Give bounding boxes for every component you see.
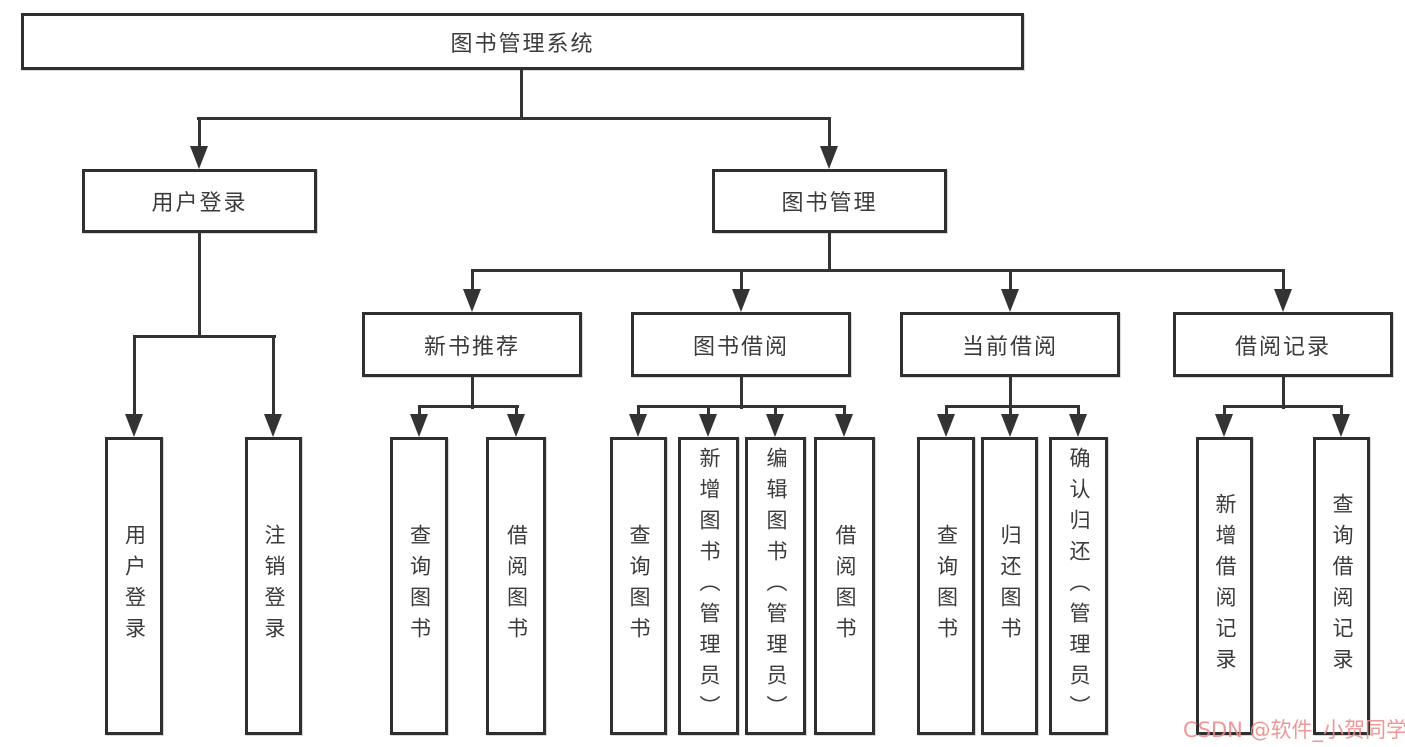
- connector-line: [418, 405, 421, 416]
- arrow-down-icon: [629, 414, 647, 437]
- arrow-down-icon: [1274, 289, 1292, 312]
- leaf-borrow-books-recommend: 借阅图书: [486, 437, 546, 735]
- node-current-borrowing: 当前借阅: [900, 312, 1120, 377]
- leaf-query-borrow-record: 查询借阅记录: [1313, 437, 1370, 735]
- connector-line: [197, 117, 831, 120]
- arrow-down-icon: [125, 414, 143, 437]
- arrow-down-icon: [766, 414, 784, 437]
- connector-line: [272, 335, 275, 416]
- arrow-down-icon: [1001, 289, 1019, 312]
- connector-line: [1282, 375, 1285, 409]
- node-user-login: 用户登录: [82, 169, 317, 233]
- arrow-down-icon: [937, 414, 955, 437]
- arrow-down-icon: [1001, 414, 1019, 437]
- leaf-add-borrow-record: 新增借阅记录: [1196, 437, 1253, 735]
- connector-line: [707, 405, 710, 416]
- node-root: 图书管理系统: [21, 13, 1024, 70]
- connector-line: [637, 405, 846, 408]
- arrow-down-icon: [463, 289, 481, 312]
- connector-line: [637, 405, 640, 416]
- connector-line: [1223, 405, 1226, 416]
- connector-line: [133, 335, 276, 338]
- connector-line: [945, 405, 1080, 408]
- connector-line: [945, 405, 948, 416]
- leaf-borrow-books-borrowing: 借阅图书: [814, 437, 875, 735]
- connector-line: [1009, 375, 1012, 409]
- node-book-management: 图书管理: [712, 169, 947, 233]
- arrow-down-icon: [835, 414, 853, 437]
- leaf-query-books-borrowing: 查询图书: [610, 437, 667, 735]
- connector-line: [828, 232, 831, 272]
- leaf-confirm-return-admin: 确认归还（管理员）: [1049, 437, 1108, 735]
- leaf-user-login: 用户登录: [105, 437, 163, 735]
- connector-line: [1077, 405, 1080, 416]
- connector-line: [515, 405, 518, 416]
- connector-line: [198, 117, 201, 148]
- leaf-add-books-admin: 新增图书（管理员）: [678, 437, 739, 735]
- arrow-down-icon: [264, 414, 282, 437]
- connector-line: [198, 232, 201, 338]
- connector-line: [740, 269, 743, 291]
- leaf-return-books: 归还图书: [981, 437, 1038, 735]
- connector-line: [843, 405, 846, 416]
- connector-line: [1009, 269, 1012, 291]
- connector-line: [133, 335, 136, 416]
- node-new-book-recommend: 新书推荐: [362, 312, 582, 377]
- arrow-down-icon: [1332, 414, 1350, 437]
- leaf-logout-login: 注销登录: [245, 437, 302, 735]
- connector-line: [1009, 405, 1012, 416]
- leaf-query-books-current: 查询图书: [917, 437, 975, 735]
- watermark-text: CSDN @软件_小贺同学: [1183, 718, 1405, 742]
- connector-line: [520, 69, 523, 119]
- leaf-query-books-recommend: 查询图书: [390, 437, 448, 735]
- arrow-down-icon: [732, 289, 750, 312]
- arrow-down-icon: [507, 414, 525, 437]
- connector-line: [471, 269, 1283, 272]
- node-borrow-records: 借阅记录: [1173, 312, 1393, 377]
- arrow-down-icon: [190, 146, 208, 169]
- arrow-down-icon: [410, 414, 428, 437]
- arrow-down-icon: [820, 146, 838, 169]
- connector-line: [418, 405, 519, 408]
- arrow-down-icon: [699, 414, 717, 437]
- connector-line: [1340, 405, 1343, 416]
- connector-line: [1223, 405, 1343, 408]
- arrow-down-icon: [1069, 414, 1087, 437]
- connector-line: [1282, 269, 1285, 291]
- connector-line: [774, 405, 777, 416]
- node-book-borrowing: 图书借阅: [631, 312, 851, 377]
- arrow-down-icon: [1215, 414, 1233, 437]
- connector-line: [471, 375, 474, 409]
- connector-line: [471, 269, 474, 291]
- connector-line: [740, 375, 743, 409]
- leaf-edit-books-admin: 编辑图书（管理员）: [745, 437, 806, 735]
- connector-line: [828, 117, 831, 148]
